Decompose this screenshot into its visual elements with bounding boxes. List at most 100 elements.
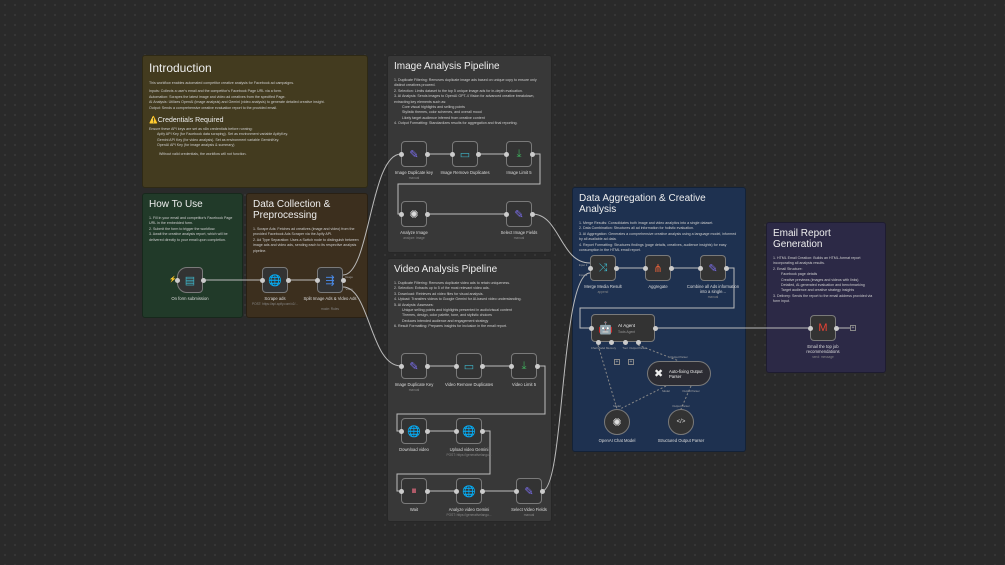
imgrem-node[interactable]: ▭	[452, 141, 478, 167]
node-subtitle: Tools Agent	[618, 330, 636, 334]
agent-output-port[interactable]	[652, 325, 658, 331]
output-port[interactable]	[340, 277, 346, 283]
note-list-item: Likely target audience inferred from cre…	[402, 115, 485, 120]
output-port[interactable]	[479, 428, 485, 434]
agent-sub-port[interactable]	[595, 339, 601, 345]
viddup-node[interactable]: ✎	[401, 353, 427, 379]
add-node-button[interactable]: +	[850, 325, 856, 331]
dedupe-icon: ▭	[463, 360, 475, 373]
agent-port-label: Memory	[605, 346, 617, 350]
agent-input-port[interactable]	[588, 325, 594, 331]
upload-node[interactable]: 🌐	[456, 418, 482, 444]
aggregate-node[interactable]: ⋔	[645, 255, 671, 281]
limit-icon: ⤓	[516, 147, 522, 160]
input-port[interactable]	[508, 363, 514, 369]
node-label: Structured Output Parser	[657, 438, 705, 443]
output-port[interactable]	[285, 277, 291, 283]
model-port-label: Model	[613, 404, 621, 408]
vidrem-node[interactable]: ▭	[456, 353, 482, 379]
note-list-item: Detailed, AI-generated evaluation and be…	[781, 283, 865, 288]
merge-input-label: Input 1	[578, 263, 588, 267]
output-port[interactable]	[539, 488, 545, 494]
input-port[interactable]	[587, 265, 593, 271]
split-node[interactable]: ⇶	[317, 267, 343, 293]
output-port[interactable]	[723, 265, 729, 271]
input-port[interactable]	[453, 488, 459, 494]
input-port[interactable]	[398, 363, 404, 369]
add-tool-button[interactable]: +	[628, 359, 634, 365]
input-port[interactable]	[398, 211, 404, 217]
form-node[interactable]: ▤	[177, 267, 203, 293]
note-title: Data Collection & Preprocessing	[253, 199, 331, 221]
wrench-icon: ✖	[654, 368, 664, 380]
structured-node[interactable]: </>	[668, 409, 694, 435]
input-port[interactable]	[398, 488, 404, 494]
input-port[interactable]	[174, 277, 180, 283]
node-label: Split Image Ads & Video Ads	[303, 296, 357, 301]
input-port[interactable]	[513, 488, 519, 494]
download-node[interactable]: 🌐	[401, 418, 427, 444]
note-title: Video Analysis Pipeline	[394, 264, 498, 275]
openai-node[interactable]: ✺	[604, 409, 630, 435]
output-port[interactable]	[424, 488, 430, 494]
imgdup-node[interactable]: ✎	[401, 141, 427, 167]
output-port[interactable]	[668, 265, 674, 271]
analyzeimg-node[interactable]: ✺	[401, 201, 427, 227]
node-label: Analyze video Gemini	[448, 507, 490, 512]
selvid-node[interactable]: ✎	[516, 478, 542, 504]
input-port[interactable]	[697, 265, 703, 271]
vidlim-node[interactable]: ⤓	[511, 353, 537, 379]
output-port[interactable]	[613, 265, 619, 271]
output-port[interactable]	[833, 325, 839, 331]
analyzevid-node[interactable]: 🌐	[456, 478, 482, 504]
input-port[interactable]	[503, 151, 509, 157]
agent-sub-port[interactable]	[622, 339, 628, 345]
gmail-node[interactable]: M	[810, 315, 836, 341]
input-port[interactable]	[398, 428, 404, 434]
pause-icon: ⏸	[411, 484, 417, 497]
output-port[interactable]	[475, 151, 481, 157]
node-subtitle: manual	[408, 176, 420, 180]
auto-fixing-output-parser-node[interactable]: ✖ Auto-fixing Output Parser	[647, 361, 711, 386]
input-port[interactable]	[398, 151, 404, 157]
parser-port-label: Output Parser	[682, 389, 700, 393]
output-port[interactable]	[529, 151, 535, 157]
node-label: Video Limit 5	[511, 382, 537, 387]
wait-node[interactable]: ⏸	[401, 478, 427, 504]
scrape-node[interactable]: 🌐	[262, 267, 288, 293]
agent-sub-port[interactable]	[608, 339, 614, 345]
connection	[680, 385, 692, 410]
output-port[interactable]	[424, 151, 430, 157]
input-port[interactable]	[642, 265, 648, 271]
node-subtitle: manual	[408, 388, 420, 392]
note-list-item: 3. AI Analysis: Sends images to OpenAI G…	[394, 94, 535, 104]
input-port[interactable]	[503, 211, 509, 217]
output-port[interactable]	[479, 488, 485, 494]
connection	[531, 213, 591, 264]
input-port[interactable]	[807, 325, 813, 331]
output-port[interactable]	[424, 211, 430, 217]
node-label: Aggregate	[648, 284, 668, 289]
output-port[interactable]	[534, 363, 540, 369]
output-port[interactable]	[424, 363, 430, 369]
openai-icon: ✺	[409, 208, 419, 221]
aggregate-icon: ⋔	[653, 262, 663, 275]
input-port[interactable]	[453, 363, 459, 369]
robot-icon: 🤖	[598, 321, 613, 335]
add-memory-button[interactable]: +	[614, 359, 620, 365]
input-port[interactable]	[314, 277, 320, 283]
input-port[interactable]	[449, 151, 455, 157]
output-port[interactable]	[424, 428, 430, 434]
merge-node[interactable]: ⤨	[590, 255, 616, 281]
combine-node[interactable]: ✎	[700, 255, 726, 281]
selimg-node[interactable]: ✎	[506, 201, 532, 227]
output-port[interactable]	[529, 211, 535, 217]
output-port[interactable]	[479, 363, 485, 369]
output-port[interactable]	[200, 277, 206, 283]
input-port[interactable]	[453, 428, 459, 434]
imglim-node[interactable]: ⤓	[506, 141, 532, 167]
ai-agent-node[interactable]: 🤖 AI Agent Tools Agent	[591, 314, 655, 342]
agent-sub-port[interactable]	[635, 339, 641, 345]
input-port[interactable]	[259, 277, 265, 283]
